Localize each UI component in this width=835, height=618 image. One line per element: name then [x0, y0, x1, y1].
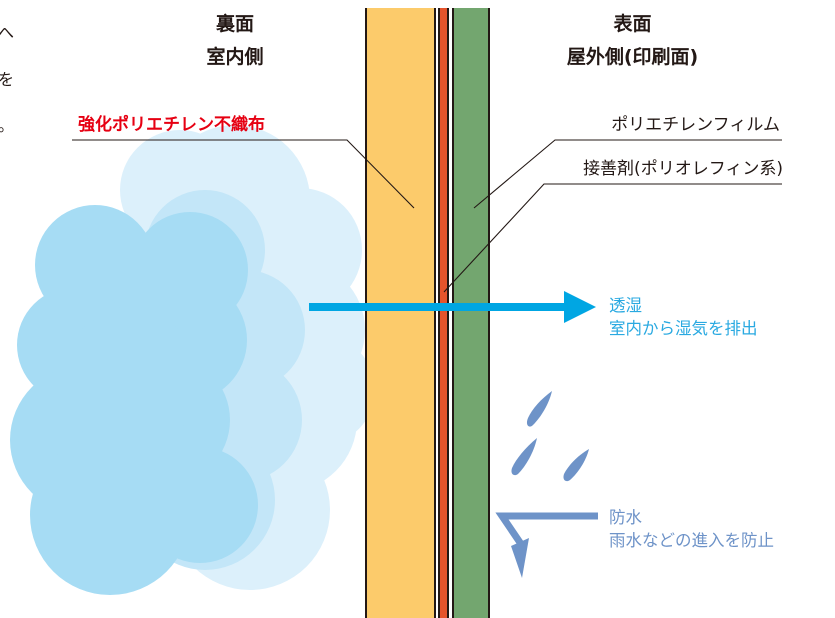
vapor-title: 透湿 [609, 296, 642, 315]
waterproof-description: 雨水などの進入を防止 [609, 531, 774, 550]
nonwoven-leader [72, 139, 415, 209]
front-side-label: 表面 [613, 13, 652, 35]
left-note-line-2: を [0, 70, 15, 89]
raindrop-icon [563, 449, 589, 482]
back-side-heading: 裏面 室内側 [170, 13, 300, 70]
leader-lines [72, 139, 782, 293]
nonwoven-layer [366, 8, 434, 618]
wall-layers [365, 8, 490, 618]
adhesive-label: 接善剤(ポリオレフィン系) [583, 159, 783, 179]
adhesive-leader [443, 183, 782, 293]
rain-drops [511, 391, 589, 482]
nonwoven-label: 強化ポリエチレン不織布 [78, 115, 265, 135]
back-side-sublabel: 室内側 [206, 45, 264, 68]
film-layer [454, 8, 488, 618]
water-deflect-arrow [495, 512, 598, 578]
vapor-description: 室内から湿気を排出 [609, 319, 758, 338]
waterproof-title: 防水 [609, 508, 642, 527]
vapor-arrow [309, 291, 596, 323]
raindrop-icon [511, 438, 537, 476]
raindrop-icon [526, 391, 552, 427]
film-label: ポリエチレンフィルム [611, 115, 780, 135]
film-leader [473, 139, 782, 209]
back-side-label: 裏面 [215, 13, 254, 35]
layer-boundaries [365, 8, 490, 618]
left-note-line-1: へ [0, 23, 15, 42]
adhesive-layer [439, 8, 448, 618]
front-side-heading: 表面 屋外側(印刷面) [565, 13, 700, 70]
moisture-cloud [10, 125, 366, 595]
left-note-line-3: 。 [0, 116, 14, 136]
front-side-sublabel: 屋外側(印刷面) [566, 45, 699, 68]
